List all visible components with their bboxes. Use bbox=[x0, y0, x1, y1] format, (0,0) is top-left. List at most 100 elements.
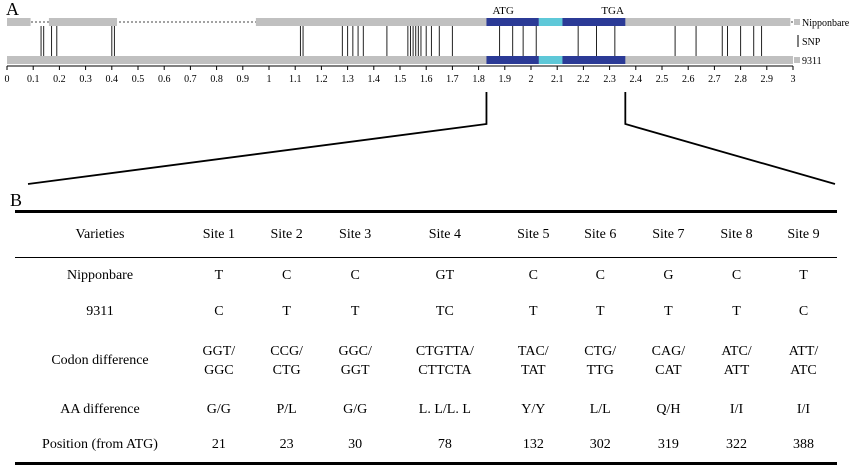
table-cell: C bbox=[350, 267, 360, 283]
axis-tick-label: 1.7 bbox=[446, 74, 459, 85]
table-cell: C bbox=[595, 267, 605, 283]
table-cell: CTGTTA/CTTCTA bbox=[390, 330, 500, 392]
axis-tick-label: 1.8 bbox=[472, 74, 485, 85]
axis-tick-label: 2.2 bbox=[577, 74, 590, 85]
table-cell: CTG/TTG bbox=[567, 330, 634, 392]
table-cell: T bbox=[529, 303, 538, 319]
axis-tick-label: 1.2 bbox=[315, 74, 328, 85]
cell-line: GGT bbox=[340, 362, 370, 378]
track-label-nipponbare: Nipponbare bbox=[802, 18, 850, 29]
cell-line: TAC/ bbox=[517, 343, 549, 359]
table-cell: G bbox=[663, 267, 674, 283]
track-label-snp: SNP bbox=[802, 37, 821, 48]
cell-line: CAG/ bbox=[651, 343, 686, 359]
axis-tick-label: 2.4 bbox=[630, 74, 643, 85]
table-cell: CCG/CTG bbox=[253, 330, 321, 392]
column-header-site: Site 5 bbox=[499, 210, 567, 258]
row-label: Nipponbare bbox=[66, 267, 134, 283]
axis-tick-label: 1 bbox=[267, 74, 272, 85]
table-cell: ATT/ATC bbox=[770, 330, 837, 392]
axis-tick-label: 0.9 bbox=[237, 74, 250, 85]
table-cell: 78 bbox=[389, 427, 500, 465]
cell-line: GGC/ bbox=[338, 343, 372, 359]
table-cell: T bbox=[595, 303, 605, 319]
table-cell: T bbox=[214, 267, 224, 283]
axis-tick-label: 2.6 bbox=[682, 74, 695, 85]
column-header-site: Site 1 bbox=[185, 210, 253, 258]
row-label: Position (from ATG) bbox=[15, 427, 185, 465]
table-cell: GT bbox=[435, 267, 455, 283]
table-cell: T bbox=[282, 303, 291, 319]
atg-label: ATG bbox=[492, 5, 513, 17]
cell-line: GGC bbox=[204, 362, 234, 378]
table-cell: I/I bbox=[796, 401, 811, 417]
cell-line: CTG bbox=[272, 362, 301, 378]
axis-tick-label: 2.8 bbox=[734, 74, 747, 85]
axis-tick-label: 2.9 bbox=[761, 74, 774, 85]
table-cell: T bbox=[664, 303, 673, 319]
table-cell: GGT/GGC bbox=[185, 330, 253, 392]
table-cell: I/I bbox=[729, 401, 744, 417]
table-cell: Q/H bbox=[656, 401, 681, 417]
axis-tick-label: 0.5 bbox=[132, 74, 145, 85]
9311-block bbox=[7, 56, 793, 64]
column-header-site: Site 8 bbox=[703, 210, 770, 258]
table-cell: 322 bbox=[703, 427, 770, 465]
nipponbare-block bbox=[48, 18, 118, 26]
table-cell: 23 bbox=[252, 427, 321, 465]
nipponbare-block bbox=[255, 18, 487, 26]
table-cell: T bbox=[350, 303, 360, 319]
axis-tick-label: 2.3 bbox=[603, 74, 616, 85]
cell-line: CCG/ bbox=[270, 343, 303, 359]
table-cell: L/L bbox=[589, 401, 611, 417]
tga-label: TGA bbox=[601, 5, 624, 17]
nipponbare-exon-1 bbox=[486, 18, 539, 26]
panel-a-label: A bbox=[6, 0, 19, 19]
9311-exon-1 bbox=[486, 56, 539, 64]
table-cell: 30 bbox=[320, 427, 390, 465]
table-cell: CAG/CAT bbox=[634, 330, 703, 392]
table-cell: P/L bbox=[276, 401, 297, 417]
axis-tick-label: 0.8 bbox=[210, 74, 223, 85]
axis-tick-label: 0.6 bbox=[158, 74, 171, 85]
axis-tick-label: 2.5 bbox=[656, 74, 669, 85]
axis-tick-label: 2 bbox=[529, 74, 534, 85]
9311-intron bbox=[538, 56, 563, 64]
table-cell: 21 bbox=[185, 427, 253, 465]
table-cell: Y/Y bbox=[521, 401, 546, 417]
table-cell: 319 bbox=[633, 427, 704, 465]
zoom-line-left bbox=[27, 92, 488, 185]
cell-line: CTGTTA/ bbox=[415, 343, 474, 359]
zoom-line-right bbox=[624, 92, 836, 185]
table-cell: G/G bbox=[206, 401, 231, 417]
table-cell: T bbox=[732, 303, 741, 319]
cell-line: CTG/ bbox=[584, 343, 617, 359]
axis-tick-label: 1.9 bbox=[499, 74, 512, 85]
table-cell: C bbox=[528, 267, 538, 283]
nipponbare-block bbox=[622, 18, 791, 26]
row-label: Codon difference bbox=[51, 352, 149, 368]
column-header-varieties: Varieties bbox=[15, 210, 185, 258]
axis-tick-label: 1.6 bbox=[420, 74, 433, 85]
table-cell: GGC/GGT bbox=[321, 330, 390, 392]
column-header-site: Site 3 bbox=[320, 210, 390, 258]
table-cell: T bbox=[799, 267, 808, 283]
cell-line: CAT bbox=[655, 362, 682, 378]
column-header-site: Site 6 bbox=[566, 210, 634, 258]
9311-exon-2 bbox=[562, 56, 626, 64]
axis-tick-label: 1.1 bbox=[289, 74, 302, 85]
axis-tick-label: 0.2 bbox=[53, 74, 66, 85]
cell-line: CTTCTA bbox=[418, 362, 472, 378]
table-cell: TAC/TAT bbox=[500, 330, 567, 392]
table-cell: C bbox=[214, 303, 224, 319]
table-cell: TC bbox=[435, 303, 454, 319]
axis-tick-label: 0.3 bbox=[79, 74, 92, 85]
table-cell: L. L/L. L bbox=[418, 401, 471, 417]
